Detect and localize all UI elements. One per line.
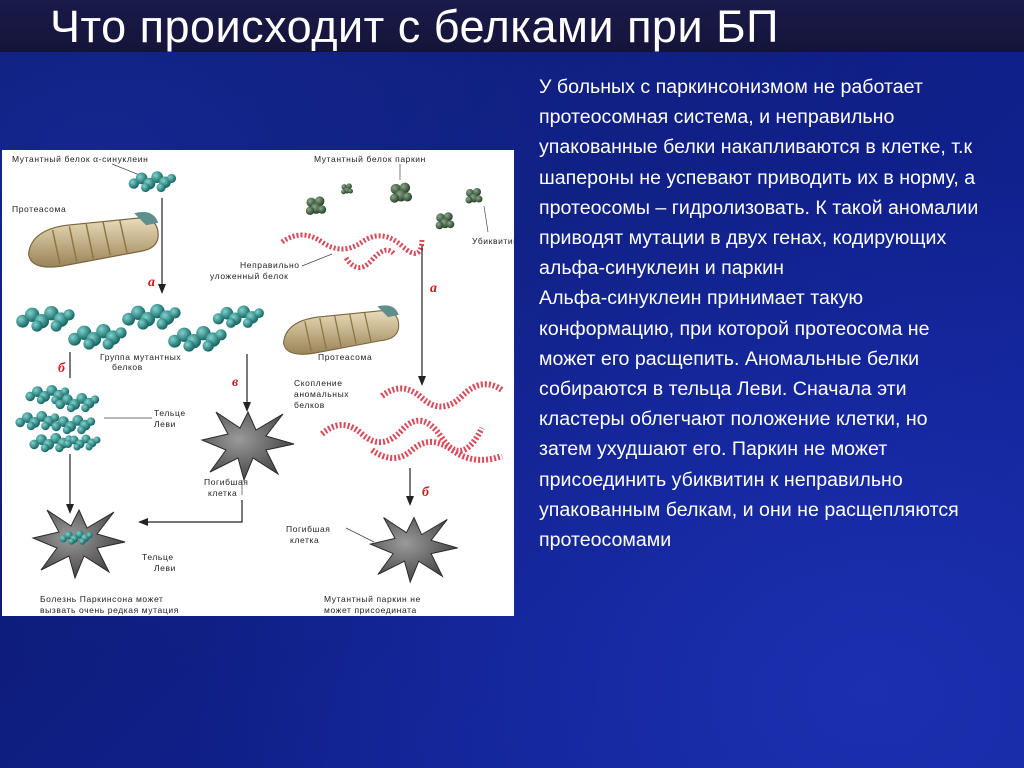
synuclein-group-2 [68,324,127,350]
parkin-protein [389,182,413,203]
arrowhead [158,284,166,294]
ubiquitin-cluster [305,196,327,215]
abnormal-protein-accumulation [319,381,504,463]
label-group-line2: белков [112,362,143,372]
pointer-line [483,205,489,233]
step-b-right: б [422,485,430,500]
label-ubiquitin: Убиквитин [472,236,514,246]
label-accum-line2: аномальных [294,389,349,399]
arrowhead [138,518,148,526]
proteasome-left [27,211,159,268]
misfolded-protein-chain [280,232,425,256]
paragraph-synuclein: Альфа-синуклеин принимает такую конформа… [539,287,959,552]
arrowhead [243,402,251,412]
arrowhead [66,504,74,514]
synuclein-group-5 [212,305,264,328]
step-a-right: а [430,281,437,296]
label-dead-cell2-line2: клетка [290,535,319,545]
slide-title: Что происходит с белками при БП [50,1,779,52]
label-dead-cell2-line1: Погибшая [286,524,331,534]
synuclein-group-4 [168,326,227,352]
label-group-line1: Группа мутантных [100,352,181,362]
arrow-connector [142,500,243,523]
pointer-line [111,163,143,177]
dead-cell-icon [201,411,295,481]
lewy-body-cluster [15,385,101,453]
label-misfolded-line1: Неправильно [240,260,300,270]
pointer-line [301,253,333,267]
step-b-left: б [58,361,66,376]
protein-diagram: Мутантный белок α-синуклеин Протеасома а… [2,150,514,616]
arrowhead [418,376,426,386]
label-mutant-synuclein: Мутантный белок α-синуклеин [12,154,148,164]
ubiquitin-cluster [465,188,483,204]
label-accum-line3: белков [294,400,325,410]
proteasome-right [282,304,400,355]
step-v-left: в [232,375,239,390]
ubiquitin-cluster [341,183,353,195]
label-proteasome-left: Протеасома [12,204,66,214]
label-misfolded-line2: уложенный белок [210,271,289,281]
step-a-left: а [148,275,155,290]
arrowhead [406,496,414,506]
dead-cell-icon [369,517,459,583]
cell-with-lewy-body [32,509,126,579]
synuclein-group-1 [16,306,75,332]
label-dead-cell-line2: клетка [208,488,237,498]
label-mutant-parkin: Мутантный белок паркин [314,154,426,164]
ubiquitin-cluster [435,212,455,230]
pointer-line [345,527,375,543]
caption-right-line1: Мутантный паркин не [324,594,421,604]
label-dead-cell-line1: Погибшая [204,477,249,487]
synuclein-protein [128,171,177,193]
caption-left-line1: Болезнь Паркинсона может [40,594,163,604]
label-lewy-line2: Леви [154,419,176,429]
label-lewy-line1: Тельце [154,408,186,418]
misfolded-protein-chain [343,247,396,270]
label-proteasome-right: Протеасома [318,352,372,362]
title-bar [0,0,1024,52]
label-accum-line1: Скопление [294,378,343,388]
label-lewy2-line1: Тельце [142,552,174,562]
paragraph-parkinsonism: У больных с паркинсонизмом не работает п… [539,76,979,280]
body-text: У больных с паркинсонизмом не работает п… [539,72,979,555]
caption-right-line2: может присоедината [324,605,417,615]
synuclein-group-3 [122,304,181,330]
caption-left-line2: вызвать очень редкая мутация [40,605,179,615]
label-lewy2-line2: Леви [154,563,176,573]
